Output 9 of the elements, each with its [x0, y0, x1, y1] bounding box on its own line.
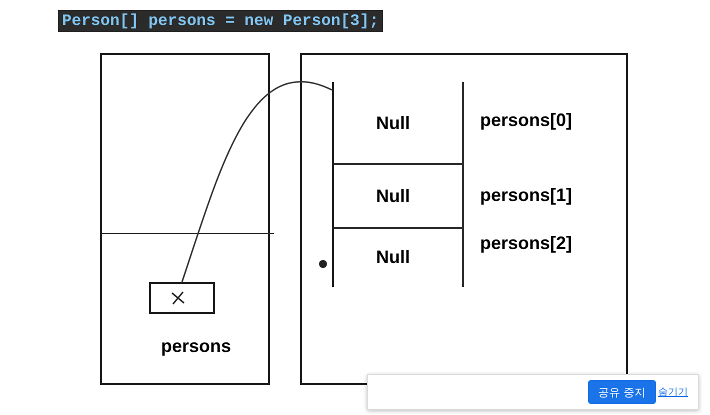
cell-value: Null — [376, 247, 410, 268]
stop-button: 공유 중지 — [588, 380, 656, 404]
cell-value: Null — [376, 186, 410, 207]
cell-value: Null — [376, 112, 410, 134]
index-label: persons[2] — [480, 233, 572, 254]
index-label: persons[1] — [480, 185, 572, 206]
variable-name: persons — [161, 336, 232, 357]
index-label: persons[0] — [480, 110, 572, 131]
hide-link: 숨기기 — [658, 386, 688, 399]
